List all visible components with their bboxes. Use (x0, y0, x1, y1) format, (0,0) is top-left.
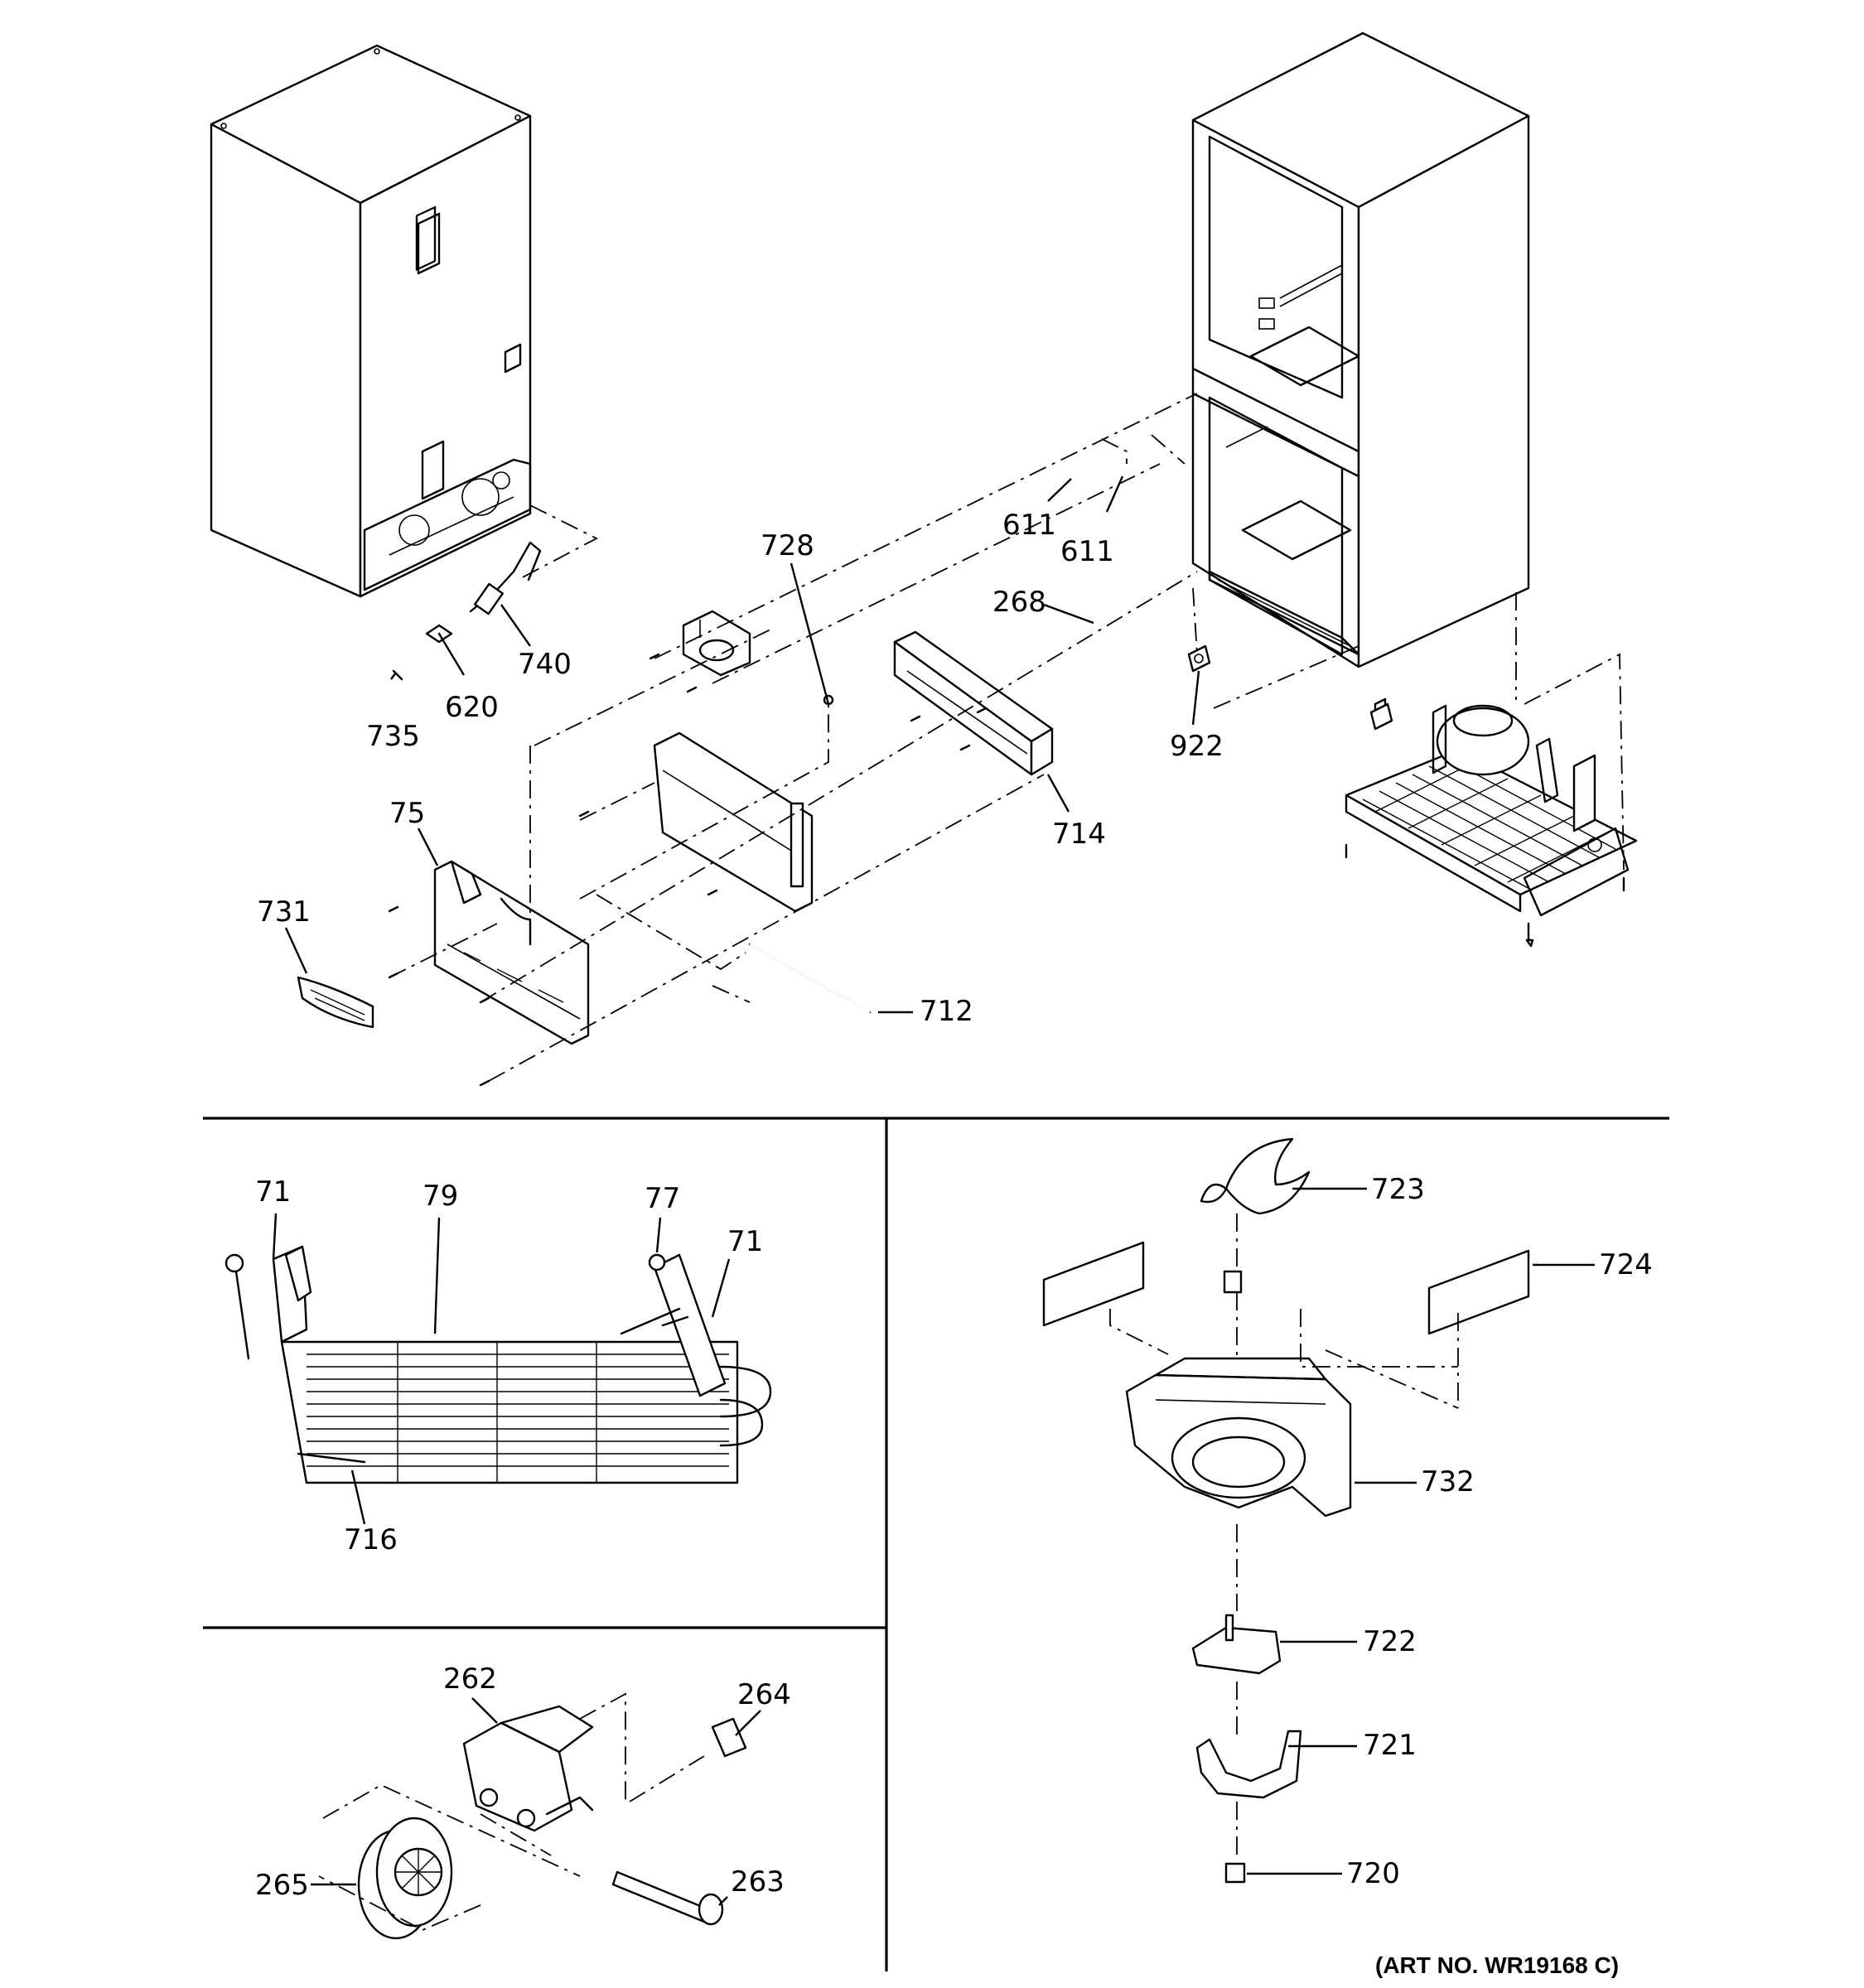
part-735-screw (392, 669, 403, 681)
fan-assembly (1042, 1137, 1530, 1884)
roller-assembly (318, 1692, 747, 1940)
callout-716: 716 (344, 1523, 398, 1556)
callout-262: 262 (443, 1662, 497, 1696)
callout-731: 731 (257, 895, 311, 929)
callout-714: 714 (1052, 818, 1106, 851)
callout-611: 611 (1060, 535, 1114, 568)
leader-lines (272, 475, 1595, 1906)
callout-620: 620 (445, 691, 499, 724)
callout-728: 728 (761, 529, 814, 562)
callout-732: 732 (1421, 1465, 1475, 1498)
callout-77: 77 (645, 1182, 680, 1215)
callout-723: 723 (1371, 1173, 1425, 1206)
part-740-thermistor (469, 541, 542, 615)
callout-labels: 611 611 728 268 740 620 735 922 714 75 7… (255, 509, 1653, 1978)
part-714-duct (893, 630, 1054, 776)
callout-721: 721 (1363, 1729, 1417, 1762)
callout-922: 922 (1170, 730, 1224, 763)
callout-740: 740 (518, 648, 572, 681)
callout-71: 71 (255, 1175, 291, 1209)
callout-265: 265 (255, 1869, 309, 1902)
callout-712: 712 (920, 995, 973, 1028)
callout-75: 75 (389, 797, 425, 830)
refrigerator-cabinet-open (1191, 31, 1530, 668)
part-75-evaporator-cover (388, 731, 814, 1087)
part-620-bracket (425, 624, 453, 656)
part-922-clip (1187, 644, 1393, 731)
evaporator-assembly (225, 1245, 772, 1484)
callout-263: 263 (731, 1865, 785, 1899)
callout-611: 611 (1002, 509, 1056, 542)
art-number: (ART NO. WR19168 C) (1375, 1952, 1619, 1978)
evaporator-fan-bracket (649, 610, 834, 706)
section-dividers (203, 1117, 1669, 1971)
alignment-lines-top (389, 393, 1625, 1082)
compressor-assembly (1345, 697, 1638, 948)
callout-79: 79 (423, 1180, 458, 1213)
callout-268: 268 (992, 586, 1046, 619)
refrigerator-cabinet-rear (210, 44, 532, 598)
callout-264: 264 (737, 1678, 791, 1711)
part-712-rod (748, 943, 872, 1014)
callout-722: 722 (1363, 1625, 1417, 1658)
callout-735: 735 (366, 720, 420, 753)
callout-724: 724 (1599, 1248, 1653, 1281)
callout-720: 720 (1346, 1857, 1400, 1890)
part-731-grille (297, 976, 374, 1029)
callout-71: 71 (727, 1225, 763, 1258)
